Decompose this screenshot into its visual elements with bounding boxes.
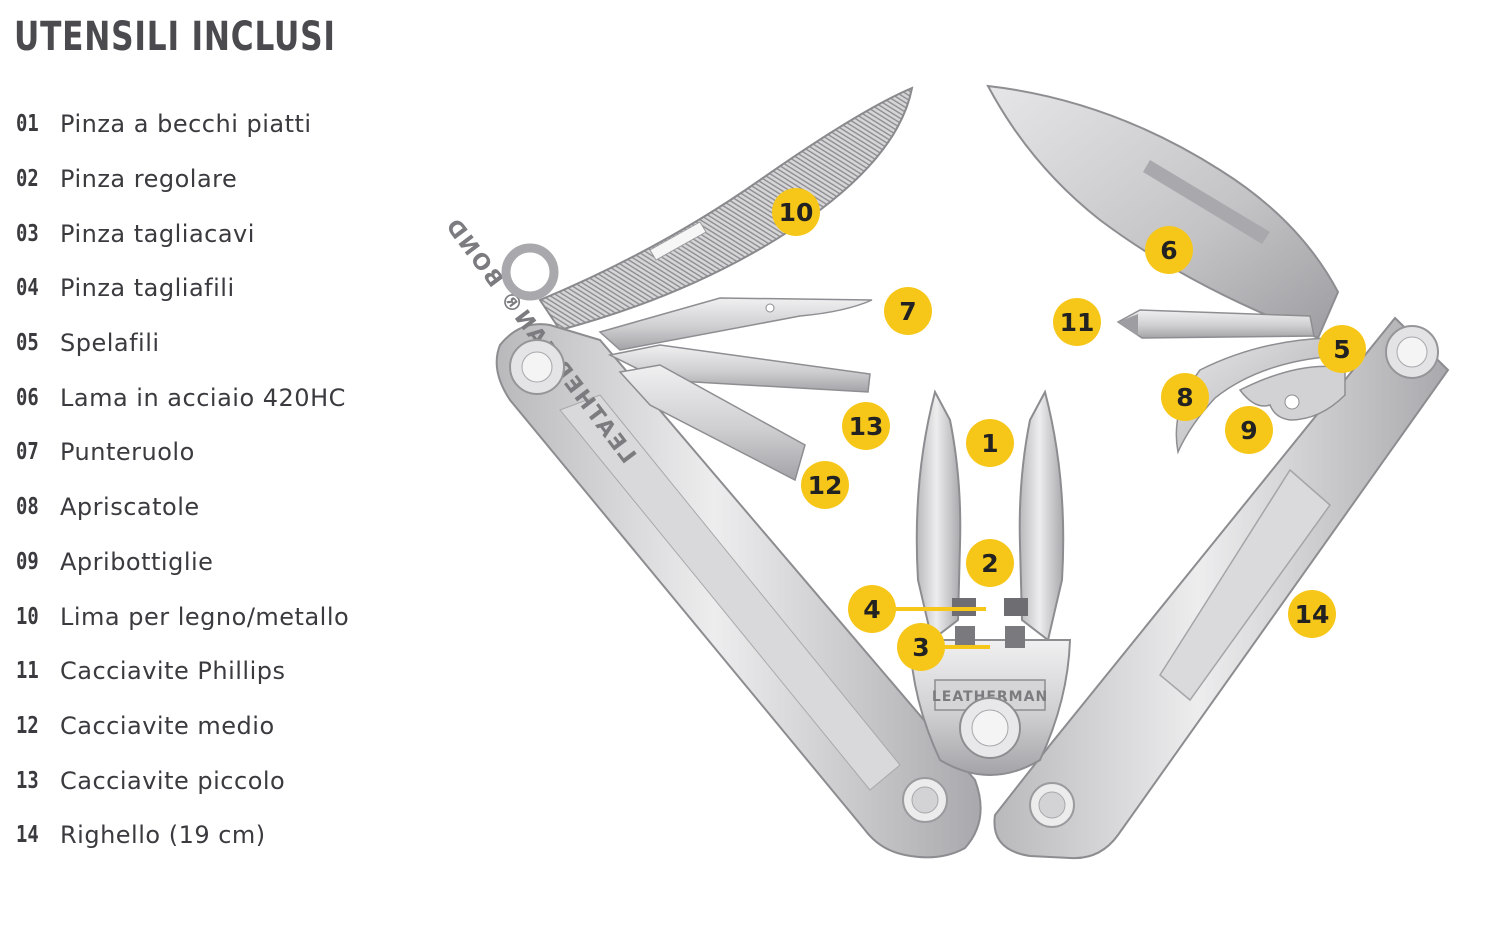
medium-screwdriver [618, 364, 806, 482]
callout-11: 11 [1053, 298, 1101, 346]
can-opener [1175, 337, 1336, 455]
metal-file [538, 86, 914, 332]
callout-13-label: 13 [849, 412, 884, 441]
callout-3-label: 3 [912, 633, 929, 662]
callout-9: 9 [1225, 406, 1273, 454]
callout-5: 5 [1318, 325, 1366, 373]
list-item: 07 Punteruolo [16, 425, 349, 480]
tool-name: Apribottiglie [60, 547, 214, 576]
list-item: 02 Pinza regolare [16, 152, 349, 207]
tool-number: 13 [16, 767, 39, 794]
tool-number: 10 [16, 603, 39, 630]
callout-1-label: 1 [981, 429, 998, 458]
callout-2-label: 2 [981, 549, 998, 578]
phillips-screwdriver [1116, 309, 1315, 339]
knife-blade [986, 84, 1340, 340]
list-item: 06 Lama in acciaio 420HC [16, 370, 349, 425]
tool-name: Lima per legno/metallo [60, 602, 350, 631]
tool-number: 12 [16, 712, 39, 739]
callout-8: 8 [1161, 373, 1209, 421]
tool-number: 05 [16, 330, 39, 357]
tool-number: 01 [16, 111, 39, 138]
tool-number: 08 [16, 494, 39, 521]
pliers: LEATHERMAN [908, 389, 1072, 776]
tool-number: 09 [16, 548, 39, 575]
tool-number: 07 [16, 439, 39, 466]
callout-7-label: 7 [899, 297, 916, 326]
tool-name: Cacciavite Phillips [60, 657, 286, 686]
tool-number: 03 [16, 220, 39, 247]
tool-number: 11 [16, 658, 39, 685]
callout-7: 7 [884, 287, 932, 335]
tool-number: 06 [16, 384, 39, 411]
callout-13: 13 [842, 402, 890, 450]
list-item: 08 Apriscatole [16, 480, 349, 535]
list-item: 10 Lima per legno/metallo [16, 589, 349, 644]
callout-12: 12 [801, 461, 849, 509]
tool-name: Righello (19 cm) [60, 821, 266, 850]
list-item: 12 Cacciavite medio [16, 699, 349, 754]
list-item: 14 Righello (19 cm) [16, 808, 349, 863]
tool-name: Pinza a becchi piatti [60, 110, 312, 139]
list-item: 01 Pinza a becchi piatti [16, 97, 349, 152]
callout-1: 1 [966, 419, 1014, 467]
tool-name: Pinza tagliacavi [60, 219, 255, 248]
tool-number: 14 [16, 822, 39, 849]
callout-14-label: 14 [1295, 600, 1330, 629]
tool-name: Cacciavite piccolo [60, 766, 286, 795]
callout-12-label: 12 [808, 471, 843, 500]
callout-4: 4 [848, 585, 896, 633]
ruler-handle [993, 316, 1450, 860]
callout-2: 2 [966, 539, 1014, 587]
tool-number: 02 [16, 166, 39, 193]
page-title: UTENSILI INCLUSI [14, 14, 336, 60]
tool-number: 04 [16, 275, 39, 302]
list-item: 04 Pinza tagliafili [16, 261, 349, 316]
tool-name: Spelafili [60, 329, 160, 358]
callout-5-label: 5 [1333, 335, 1350, 364]
bottle-opener [1238, 365, 1346, 421]
callout-10-label: 10 [779, 198, 814, 227]
callout-4-label: 4 [863, 595, 880, 624]
awl [598, 297, 873, 351]
tool-name: Pinza tagliafili [60, 274, 235, 303]
callout-6: 6 [1145, 226, 1193, 274]
callout-11-label: 11 [1060, 308, 1095, 337]
callout-10: 10 [772, 188, 820, 236]
callout-8-label: 8 [1176, 383, 1193, 412]
list-item: 11 Cacciavite Phillips [16, 644, 349, 699]
tool-name: Cacciavite medio [60, 711, 275, 740]
callout-14: 14 [1288, 590, 1336, 638]
list-item: 05 Spelafili [16, 316, 349, 371]
tool-list: 01 Pinza a becchi piatti 02 Pinza regolare… [16, 97, 349, 863]
list-item: 03 Pinza tagliacavi [16, 206, 349, 261]
tool-name: Punteruolo [60, 438, 195, 467]
tool-name: Pinza regolare [60, 165, 238, 194]
callout-6-label: 6 [1160, 236, 1177, 265]
list-item: 13 Cacciavite piccolo [16, 753, 349, 808]
pivot-engraving: LEATHERMAN [932, 689, 1048, 705]
callout-9-label: 9 [1240, 416, 1257, 445]
tool-name: Apriscatole [60, 493, 200, 522]
tool-name: Lama in acciaio 420HC [60, 383, 346, 412]
callout-3: 3 [897, 623, 945, 671]
list-item: 09 Apribottiglie [16, 535, 349, 590]
